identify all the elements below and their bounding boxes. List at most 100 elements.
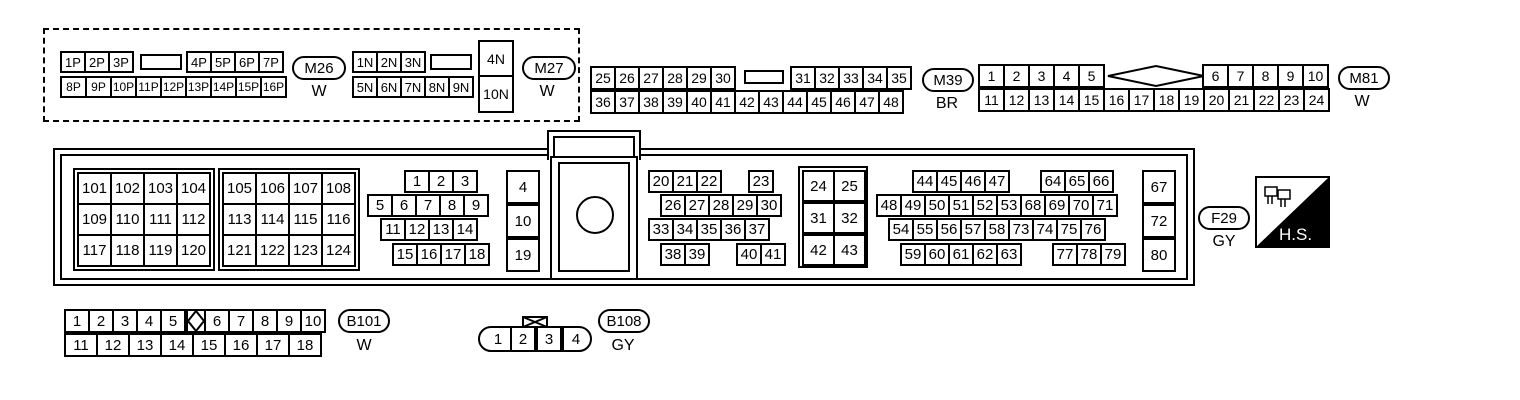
f29-pin-g: 70 bbox=[1068, 194, 1094, 217]
b101-pin: 2 bbox=[88, 309, 114, 333]
f29-pin-g: 79 bbox=[1100, 243, 1126, 266]
m26-pin: 5P bbox=[210, 51, 236, 73]
m39-pin: 37 bbox=[614, 90, 640, 114]
f29-pin-g: 59 bbox=[900, 243, 926, 266]
f29-pin-a: 118 bbox=[110, 234, 145, 267]
connector-plug-icon bbox=[1264, 186, 1291, 207]
f29-pin-g: 47 bbox=[984, 170, 1010, 193]
b108-color: GY bbox=[611, 337, 635, 354]
m27-pin: 6N bbox=[376, 76, 402, 98]
b101-pin: 7 bbox=[228, 309, 254, 333]
f29-pin-e: 23 bbox=[748, 170, 774, 193]
m81-pin: 21 bbox=[1228, 88, 1255, 112]
m39-pin: 34 bbox=[862, 66, 888, 90]
m39-pin: 26 bbox=[614, 66, 640, 90]
f29-pin-c: 16 bbox=[416, 243, 442, 266]
f29-pin-c: 12 bbox=[404, 218, 430, 241]
f29-pin-e: 37 bbox=[744, 218, 770, 241]
m27-pin: 2N bbox=[376, 51, 402, 73]
m81-pin: 1 bbox=[978, 64, 1005, 88]
m27-pin: 4N bbox=[478, 40, 514, 77]
b101-pin: 18 bbox=[288, 333, 322, 357]
b101-pin: 14 bbox=[160, 333, 194, 357]
m39-pin: 31 bbox=[790, 66, 816, 90]
m27-pin: 8N bbox=[424, 76, 450, 98]
f29-pin-e: 22 bbox=[696, 170, 722, 193]
m81-pin: 16 bbox=[1103, 88, 1130, 112]
f29-pin-c: 2 bbox=[428, 170, 454, 193]
b108-pin: 4 bbox=[562, 328, 588, 350]
f29-pin-b: 108 bbox=[321, 172, 356, 205]
b101-key-diamond bbox=[186, 309, 206, 333]
m81-id-oval: M81 bbox=[1338, 66, 1390, 90]
m39-id-oval: M39 bbox=[922, 68, 974, 92]
f29-pin-d: 19 bbox=[506, 238, 540, 272]
f29-pin-g: 65 bbox=[1064, 170, 1090, 193]
b108-lock-tab bbox=[522, 316, 548, 328]
f29-pin-c: 13 bbox=[428, 218, 454, 241]
m81-pin: 6 bbox=[1202, 64, 1229, 88]
dashed-group-outline bbox=[43, 28, 580, 122]
m39-pin: 25 bbox=[590, 66, 616, 90]
hs-badge-triangle bbox=[1257, 178, 1328, 246]
f29-pin-c: 9 bbox=[463, 194, 489, 217]
f29-pin-g: 57 bbox=[960, 218, 986, 241]
f29-pin-b: 114 bbox=[255, 203, 290, 236]
f29-pin-e: 27 bbox=[684, 194, 710, 217]
f29-pin-c: 1 bbox=[404, 170, 430, 193]
f29-pin-g: 53 bbox=[996, 194, 1022, 217]
m39-pin: 27 bbox=[638, 66, 664, 90]
m27-pin: 5N bbox=[352, 76, 378, 98]
m26-pin: 3P bbox=[108, 51, 134, 73]
f29-pin-e: 38 bbox=[660, 243, 686, 266]
m26-pin: 2P bbox=[84, 51, 110, 73]
b108-pin: 3 bbox=[536, 328, 562, 350]
m39-pin: 39 bbox=[662, 90, 688, 114]
f29-pin-e: 34 bbox=[672, 218, 698, 241]
m27-color: W bbox=[539, 83, 555, 100]
f29-pin-c: 14 bbox=[452, 218, 478, 241]
m39-pin: 44 bbox=[782, 90, 808, 114]
m26-pin: 14P bbox=[210, 76, 237, 98]
m39-pin: 47 bbox=[854, 90, 880, 114]
f29-pin-e: 36 bbox=[720, 218, 746, 241]
b101-pin: 8 bbox=[252, 309, 278, 333]
f29-pin-e: 20 bbox=[648, 170, 674, 193]
m81-pin: 22 bbox=[1253, 88, 1280, 112]
f29-pin-g: 68 bbox=[1020, 194, 1046, 217]
f29-pin-c: 6 bbox=[391, 194, 417, 217]
m39-pin: 33 bbox=[838, 66, 864, 90]
m81-pin: 24 bbox=[1303, 88, 1330, 112]
f29-pin-d: 4 bbox=[506, 170, 540, 204]
m81-pin: 7 bbox=[1227, 64, 1254, 88]
m81-pin: 17 bbox=[1128, 88, 1155, 112]
b101-pin: 4 bbox=[136, 309, 162, 333]
f29-pin-g: 69 bbox=[1044, 194, 1070, 217]
f29-pin-c: 15 bbox=[392, 243, 418, 266]
b101-pin: 3 bbox=[112, 309, 138, 333]
f29-pin-a: 120 bbox=[176, 234, 211, 267]
f29-pin-e: 26 bbox=[660, 194, 686, 217]
b108-id-oval: B108 bbox=[598, 309, 650, 333]
b101-pin: 10 bbox=[300, 309, 326, 333]
m81-pin: 3 bbox=[1028, 64, 1055, 88]
m26-pin: 7P bbox=[258, 51, 284, 73]
m27-id-oval: M27 bbox=[522, 56, 576, 80]
f29-pin-g: 48 bbox=[876, 194, 902, 217]
f29-pin-b: 113 bbox=[222, 203, 257, 236]
m26-pin: 12P bbox=[160, 76, 187, 98]
m26-key-slot bbox=[140, 54, 182, 70]
f29-pin-c: 3 bbox=[452, 170, 478, 193]
m39-pin: 45 bbox=[806, 90, 832, 114]
hs-badge: H.S. bbox=[1255, 176, 1330, 248]
f29-pin-f: 43 bbox=[833, 234, 866, 266]
b101-pin: 16 bbox=[224, 333, 258, 357]
f29-pin-a: 109 bbox=[77, 203, 112, 236]
f29-pin-h: 80 bbox=[1142, 238, 1176, 272]
m26-pin: 13P bbox=[185, 76, 212, 98]
m81-pin: 2 bbox=[1003, 64, 1030, 88]
f29-pin-g: 64 bbox=[1040, 170, 1066, 193]
m81-pin: 9 bbox=[1277, 64, 1304, 88]
f29-pin-g: 46 bbox=[960, 170, 986, 193]
